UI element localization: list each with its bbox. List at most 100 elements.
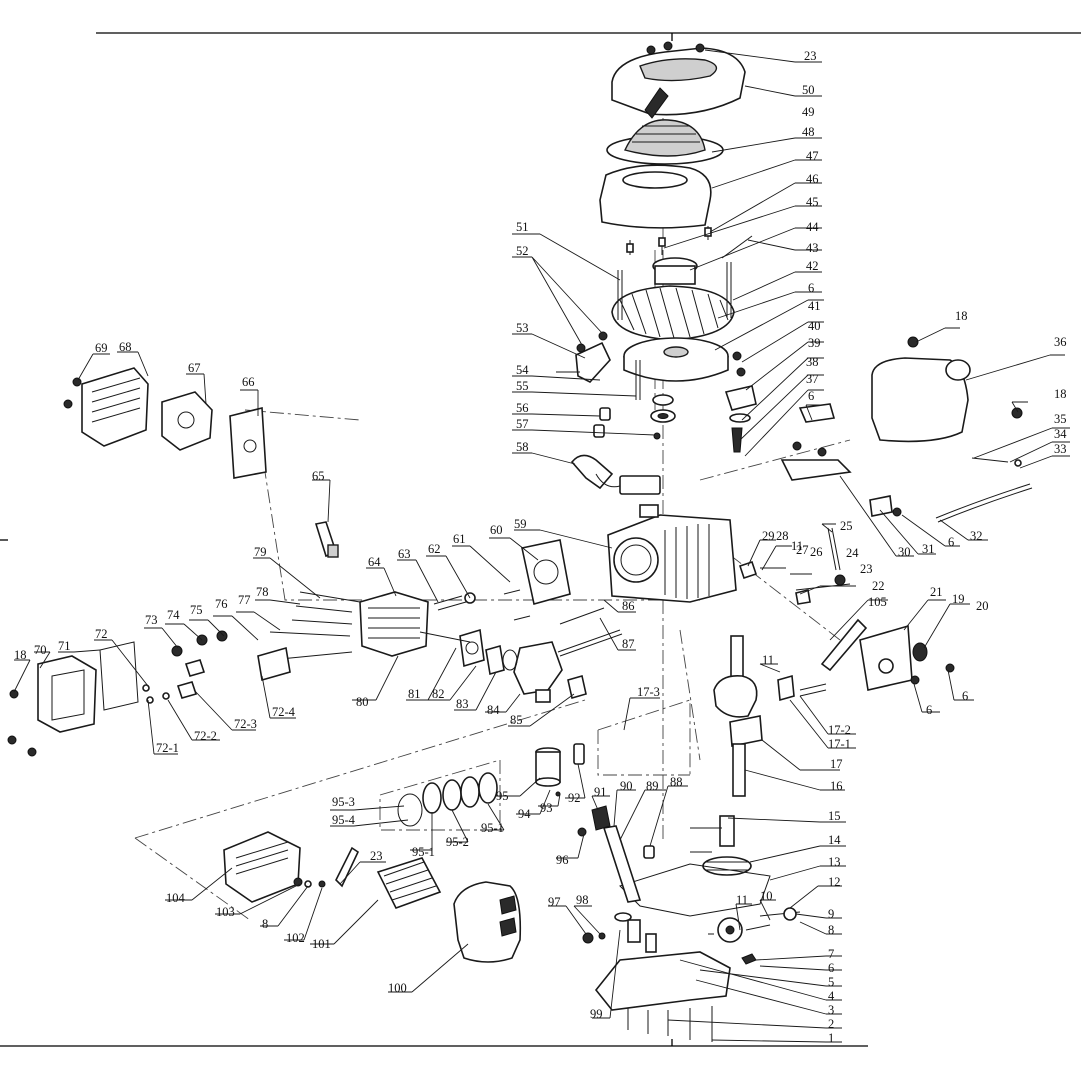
callout-17-2: 17-2: [828, 723, 851, 737]
air-cleaner-cover: [453, 881, 522, 963]
callout-95-1: 95-1: [481, 821, 504, 835]
callout-39: 39: [808, 336, 821, 350]
fuel-tank: [871, 336, 1023, 443]
callout-43: 43: [806, 241, 819, 255]
spark-plug: [314, 521, 339, 558]
callout-89: 89: [646, 779, 659, 793]
callout-98: 98: [576, 893, 589, 907]
callout-101: 101: [312, 937, 331, 951]
callout-19: 19: [952, 592, 965, 606]
muffler: [161, 391, 213, 451]
callout-38: 38: [806, 355, 819, 369]
callout-25: 25: [840, 519, 853, 533]
callout-86: 86: [622, 599, 635, 613]
flywheel-fan: [611, 257, 735, 341]
callout-60: 60: [490, 523, 503, 537]
callout-21: 21: [930, 585, 943, 599]
callout-24: 24: [846, 546, 859, 560]
callout-3: 3: [828, 1003, 834, 1017]
piston-rings: [397, 772, 498, 827]
callout-65: 65: [312, 469, 325, 483]
callout-72: 72: [95, 627, 108, 641]
camshaft-gear: [690, 815, 752, 876]
callout-50: 50: [802, 83, 815, 97]
callout-16: 16: [830, 779, 843, 793]
callout-72-1: 72-1: [156, 741, 179, 755]
callout-75: 75: [190, 603, 203, 617]
spacers: [593, 407, 661, 440]
callout-6: 6: [808, 281, 814, 295]
recoil-cover: [611, 41, 746, 116]
callout-78: 78: [256, 585, 269, 599]
callout-18: 18: [1054, 387, 1067, 401]
callout-17: 17: [830, 757, 843, 771]
callout-102: 102: [286, 931, 305, 945]
callout-1: 1: [828, 1031, 834, 1045]
callout-6: 6: [828, 961, 834, 975]
dipstick-filler: [577, 805, 655, 903]
callout-63: 63: [398, 547, 411, 561]
callout-6: 6: [962, 689, 968, 703]
callout-32: 32: [970, 529, 983, 543]
callout-90: 90: [620, 779, 633, 793]
callout-23: 23: [370, 849, 383, 863]
callout-96: 96: [556, 853, 569, 867]
callout-18: 18: [955, 309, 968, 323]
breather-tube: [570, 454, 661, 495]
callout-94: 94: [518, 807, 531, 821]
callout-93: 93: [540, 801, 553, 815]
gasket-crankcase: [619, 863, 771, 917]
callout-95: 95: [496, 789, 509, 803]
piston: [535, 743, 585, 797]
callout-100: 100: [388, 981, 407, 995]
callout-22: 22: [872, 579, 885, 593]
callout-8: 8: [262, 917, 268, 931]
callout-37: 37: [806, 372, 819, 386]
callout-59: 59: [514, 517, 527, 531]
callout-82: 82: [432, 687, 445, 701]
callout-12: 12: [828, 875, 841, 889]
callout-46: 46: [806, 172, 819, 186]
callout-72-2: 72-2: [194, 729, 217, 743]
callout-14: 14: [828, 833, 841, 847]
callout-48: 48: [802, 125, 815, 139]
callout-92: 92: [568, 791, 581, 805]
callout-74: 74: [167, 608, 180, 622]
callout-33: 33: [1054, 442, 1067, 456]
callout-105: 105: [868, 595, 887, 609]
callout-7: 7: [828, 947, 834, 961]
callout-6: 6: [808, 389, 814, 403]
callout-40: 40: [808, 319, 821, 333]
callout-47: 47: [806, 149, 819, 163]
callout-61: 61: [453, 532, 466, 546]
governor-plate: [724, 351, 757, 453]
tank-bracket: [780, 403, 902, 517]
callout-58: 58: [516, 440, 529, 454]
callout-labels: 23 50 49 48 47 46 45 44 43 42 6 41 40 39…: [14, 49, 1067, 1045]
callout-85: 85: [510, 713, 523, 727]
callout-103: 103: [216, 905, 235, 919]
callout-71: 71: [58, 639, 71, 653]
callout-83: 83: [456, 697, 469, 711]
callout-77: 77: [238, 593, 251, 607]
callout-67: 67: [188, 361, 201, 375]
callout-56: 56: [516, 401, 529, 415]
flywheel-rotor: [623, 337, 729, 382]
callout-10: 10: [760, 889, 773, 903]
callout-55: 55: [516, 379, 529, 393]
callout-95-3: 95-3: [332, 795, 355, 809]
callout-28: 28: [776, 529, 789, 543]
callout-8: 8: [828, 923, 834, 937]
callout-72-4: 72-4: [272, 705, 296, 719]
callout-76: 76: [215, 597, 228, 611]
muffler-guard: [63, 367, 149, 447]
callout-51: 51: [516, 220, 529, 234]
engine-block: [607, 504, 737, 603]
callout-95-4: 95-4: [332, 813, 356, 827]
callout-17-3: 17-3: [637, 685, 660, 699]
callout-29: 29: [762, 529, 775, 543]
callout-69: 69: [95, 341, 108, 355]
bearings: [650, 394, 676, 423]
governor-levers: [738, 527, 851, 605]
